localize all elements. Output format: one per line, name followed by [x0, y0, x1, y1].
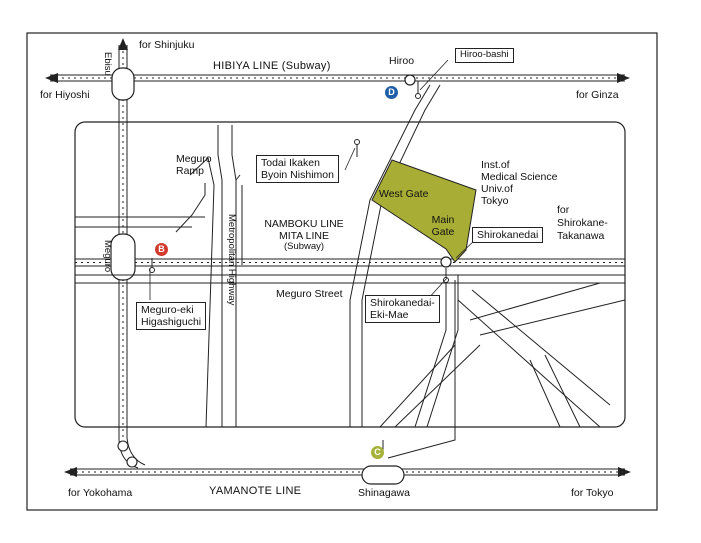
arrow-right-ginza	[617, 73, 630, 83]
yamanote-line-track	[70, 468, 625, 476]
leader-lines	[149, 59, 476, 301]
meguro-label: Meguro	[102, 240, 113, 273]
dir-tokyo: for Tokyo	[571, 487, 614, 499]
dir-yokohama: for Yokohama	[68, 487, 133, 499]
bus-stop-hiroo-bashi: Hiroo-bashi	[455, 48, 514, 63]
arrow-up-shinjuku	[118, 38, 128, 50]
dir-shirokane-1: for	[557, 204, 570, 216]
main-gate-line-1: Main	[431, 214, 455, 226]
mita-line-label: MITA LINE	[279, 230, 329, 242]
campus-name-line-1: Inst.of	[481, 159, 510, 171]
dir-hiyoshi: for Hiyoshi	[40, 89, 90, 101]
shirokanedai-eki-line-1: Shirokanedai-	[370, 297, 435, 309]
ebisu-label: Ebisu	[102, 52, 113, 76]
todai-line-1: Todai Ikaken	[261, 157, 320, 169]
arrow-left-yokohama	[64, 467, 77, 477]
dir-ginza: for Ginza	[576, 89, 619, 101]
namboku-line-track	[75, 258, 625, 267]
dir-shirokane-3: Takanawa	[557, 230, 605, 242]
meguro-ramp-line-2: Ramp	[176, 165, 205, 178]
main-gate-line-2: Gate	[431, 226, 455, 239]
meguro-ramp-label: Meguro Ramp	[176, 153, 212, 177]
subway-badge-b: B	[155, 243, 168, 256]
dir-shirokane-2: Shirokane-	[557, 217, 608, 229]
hiroo-station-shape	[404, 74, 416, 86]
arrow-right-tokyo	[618, 467, 631, 477]
campus-name-line-3: Univ.of	[481, 183, 513, 196]
meguro-eki-line-2: Higashiguchi	[141, 316, 202, 329]
subway-label: (Subway)	[283, 241, 325, 252]
bus-stop-shirokanedai-eki: Shirokanedai- Eki-Mae	[365, 295, 440, 324]
meguro-street-label: Meguro Street	[276, 288, 343, 300]
road-network	[75, 84, 626, 459]
subway-badge-d: D	[385, 86, 398, 99]
campus-area	[371, 159, 477, 263]
shinagawa-label: Shinagawa	[358, 487, 410, 499]
transfer-circle-2	[126, 456, 138, 468]
namboku-line-label: NAMBOKU LINE	[264, 218, 344, 230]
transfer-circle-1	[117, 440, 129, 452]
todai-line-2: Byoin Nishimon	[261, 169, 334, 182]
meguro-ramp-line-1: Meguro	[176, 153, 212, 165]
arrow-left-hiyoshi	[45, 73, 58, 83]
metropolitan-highway-label: Metropolitan Highway	[226, 214, 237, 306]
subway-badge-c: C	[371, 446, 384, 459]
ebisu-station-shape	[111, 67, 135, 101]
bus-stop-markers	[149, 81, 449, 283]
shinagawa-station-shape	[361, 465, 405, 485]
campus-name-label: Inst.of Medical Science Univ.of Tokyo	[481, 159, 557, 207]
shirokanedai-station-shape	[440, 256, 452, 268]
shirokanedai-eki-line-2: Eki-Mae	[370, 309, 409, 322]
shirokanedai-label: Shirokanedai	[472, 227, 544, 244]
hibiya-line-label: HIBIYA LINE (Subway)	[213, 60, 331, 72]
meguro-eki-line-1: Meguro-eki	[141, 304, 194, 316]
west-gate-label: West Gate	[379, 188, 429, 200]
map-frame	[26, 32, 658, 511]
dir-shinjuku: for Shinjuku	[139, 39, 195, 51]
hibiya-line-track	[50, 74, 625, 82]
hiroo-label: Hiroo	[389, 55, 415, 67]
yamanote-line-label: YAMANOTE LINE	[209, 485, 302, 497]
bus-stop-meguro-eki: Meguro-eki Higashiguchi	[136, 302, 207, 331]
main-gate-label: Main Gate	[425, 214, 461, 238]
campus-name-line-4: Tokyo	[481, 195, 509, 208]
meguro-station-shape	[110, 233, 136, 281]
bus-stop-todai: Todai Ikaken Byoin Nishimon	[256, 155, 339, 184]
campus-name-line-2: Medical Science	[481, 171, 558, 184]
